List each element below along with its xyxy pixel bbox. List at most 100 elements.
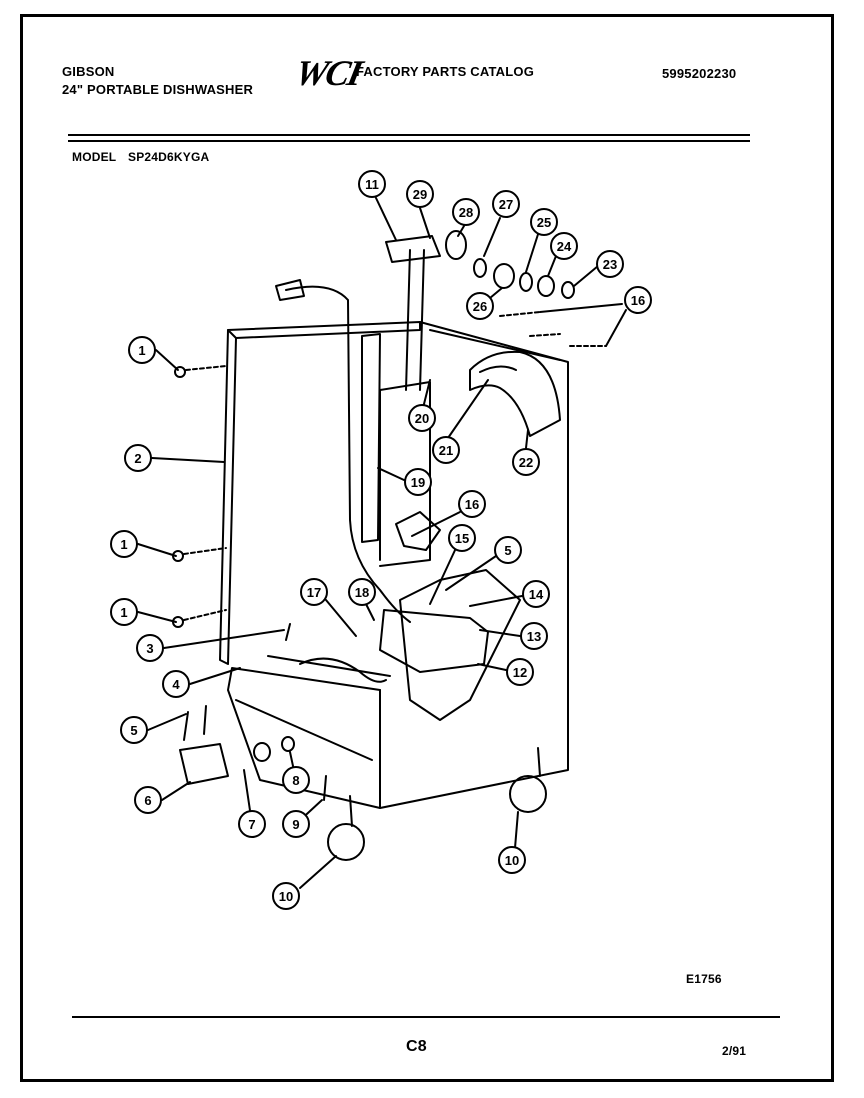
callout-5a: 5 xyxy=(120,716,148,744)
callout-17: 17 xyxy=(300,578,328,606)
callout-28: 28 xyxy=(452,198,480,226)
cabinet-top-inner xyxy=(429,329,561,361)
leader-1a xyxy=(155,349,179,371)
leader-11 xyxy=(375,197,397,241)
svg-text:22: 22 xyxy=(519,455,533,470)
screws-16 xyxy=(499,311,607,347)
svg-text:12: 12 xyxy=(513,665,527,680)
screw-3 xyxy=(285,623,291,641)
cabinet-right-panel xyxy=(379,321,569,809)
callout-26: 26 xyxy=(466,292,494,320)
leader-28 xyxy=(457,225,465,237)
screw-path-1a xyxy=(185,365,227,371)
svg-text:24: 24 xyxy=(557,239,572,254)
base-rail xyxy=(235,699,373,761)
leader-22 xyxy=(525,429,529,449)
svg-text:29: 29 xyxy=(413,187,427,202)
svg-text:4: 4 xyxy=(172,677,180,692)
svg-text:1: 1 xyxy=(120,537,127,552)
callout-13: 13 xyxy=(520,622,548,650)
leader-21 xyxy=(447,379,489,439)
svg-text:6: 6 xyxy=(144,793,151,808)
callout-2: 2 xyxy=(124,444,152,472)
svg-text:5: 5 xyxy=(130,723,137,738)
fitting-7 xyxy=(253,742,271,762)
callout-29: 29 xyxy=(406,180,434,208)
product-name: 24" PORTABLE DISHWASHER xyxy=(62,82,254,97)
model-label: MODEL xyxy=(72,150,117,164)
callout-10b: 10 xyxy=(498,846,526,874)
leader-1c xyxy=(137,611,177,623)
leader-24 xyxy=(547,255,557,277)
drain-hose xyxy=(299,657,387,683)
cabinet-left-panel xyxy=(219,329,237,665)
leader-12 xyxy=(477,663,507,671)
pump-motor xyxy=(379,609,489,673)
caster-left xyxy=(327,823,365,861)
leader-10a xyxy=(299,855,337,889)
svg-text:10: 10 xyxy=(505,853,519,868)
callout-4: 4 xyxy=(162,670,190,698)
cabinet-top-edge xyxy=(227,321,421,339)
washer-8 xyxy=(281,736,295,752)
svg-text:25: 25 xyxy=(537,215,551,230)
coupler-26 xyxy=(493,263,515,289)
callout-6: 6 xyxy=(134,786,162,814)
fill-hose xyxy=(405,249,425,391)
vent-housing xyxy=(469,350,561,437)
svg-text:5: 5 xyxy=(504,543,511,558)
footer-rule xyxy=(72,1016,780,1018)
callout-16a: 16 xyxy=(624,286,652,314)
callout-1c: 1 xyxy=(110,598,138,626)
svg-text:17: 17 xyxy=(307,585,321,600)
svg-text:14: 14 xyxy=(529,587,544,602)
svg-text:13: 13 xyxy=(527,629,541,644)
duct-panel xyxy=(379,381,431,567)
cutaway-upper xyxy=(395,511,441,551)
caster-stem-right xyxy=(537,747,541,777)
faucet-adapter xyxy=(385,235,441,263)
leader-13 xyxy=(479,629,521,637)
base-crossbar xyxy=(267,655,391,677)
callout-9: 9 xyxy=(282,810,310,838)
leader-23 xyxy=(573,265,599,287)
callout-1b: 1 xyxy=(110,530,138,558)
callout-8: 8 xyxy=(282,766,310,794)
leader-5a xyxy=(147,713,187,731)
svg-text:16: 16 xyxy=(631,293,645,308)
nut-24 xyxy=(537,275,555,297)
model-number: SP24D6KYGA xyxy=(128,150,210,164)
callout-3: 3 xyxy=(136,634,164,662)
vent-louver xyxy=(479,365,517,373)
leader-29 xyxy=(419,207,431,239)
callout-1a: 1 xyxy=(128,336,156,364)
leader-5b xyxy=(445,555,497,591)
header-rule-top xyxy=(68,134,750,136)
caster-right xyxy=(509,775,547,813)
cord-plug xyxy=(275,279,305,301)
callout-10a: 10 xyxy=(272,882,300,910)
screw-9 xyxy=(323,775,327,801)
svg-text:2: 2 xyxy=(134,451,141,466)
screws-5 xyxy=(183,705,207,741)
svg-text:10: 10 xyxy=(279,889,293,904)
leader-15 xyxy=(429,547,457,605)
leader-19 xyxy=(377,467,405,481)
svg-text:27: 27 xyxy=(499,197,513,212)
svg-text:1: 1 xyxy=(120,605,127,620)
side-strip xyxy=(361,333,381,543)
svg-text:16: 16 xyxy=(465,497,479,512)
illustration-id: E1756 xyxy=(686,972,722,986)
screw-path-1c xyxy=(183,609,227,621)
leader-14 xyxy=(469,595,523,607)
callout-22: 22 xyxy=(512,448,540,476)
gasket-23 xyxy=(561,281,575,299)
catalog-title: FACTORY PARTS CATALOG xyxy=(356,64,535,79)
svg-text:11: 11 xyxy=(365,177,379,192)
leader-17 xyxy=(325,599,357,637)
svg-text:8: 8 xyxy=(292,773,299,788)
svg-text:20: 20 xyxy=(415,411,429,426)
leader-6 xyxy=(161,781,191,801)
cutaway-lower xyxy=(399,569,521,721)
callout-16b: 16 xyxy=(458,490,486,518)
